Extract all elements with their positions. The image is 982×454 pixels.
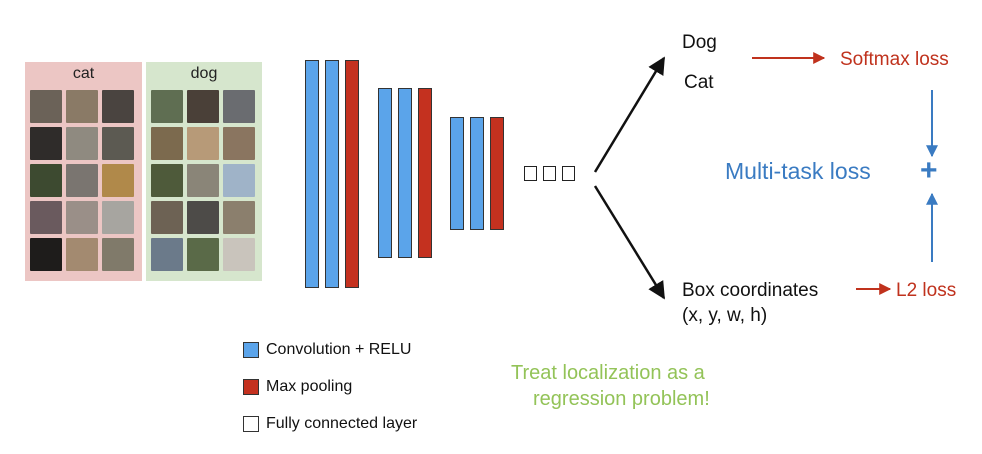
cat-photo (102, 164, 134, 197)
legend-conv-swatch (243, 342, 259, 358)
cat-photo (66, 238, 98, 271)
dog-photo (223, 238, 255, 271)
conv-layer-3b (470, 117, 484, 230)
arrow-to-classification (593, 56, 666, 173)
dog-photo (187, 164, 219, 197)
dog-photo (151, 127, 183, 160)
dog-photo (187, 238, 219, 271)
dog-photo (151, 201, 183, 234)
pool-layer-1 (345, 60, 359, 288)
cat-photo (66, 164, 98, 197)
conv-layer-1b (325, 60, 339, 288)
pool-layer-3 (490, 117, 504, 230)
fc-layer-1 (524, 166, 537, 181)
cat-photo (66, 127, 98, 160)
note-line-2: regression problem! (533, 388, 710, 410)
dog-photo (223, 164, 255, 197)
conv-layer-2b (398, 88, 412, 258)
output-label-box-format: (x, y, w, h) (682, 305, 768, 326)
legend-pool-swatch (243, 379, 259, 395)
fc-layer-3 (562, 166, 575, 181)
cat-image-panel: cat (25, 62, 142, 281)
output-label-box-coordinates: Box coordinates (682, 280, 819, 301)
dog-photo (223, 90, 255, 123)
fc-layer-2 (543, 166, 556, 181)
cat-photo (102, 238, 134, 271)
conv-layer-1a (305, 60, 319, 288)
dog-photo (151, 164, 183, 197)
cat-photo (66, 201, 98, 234)
conv-layer-3a (450, 117, 464, 230)
cat-photo (66, 90, 98, 123)
output-label-dog: Dog (682, 32, 717, 53)
note-line-1: Treat localization as a (511, 362, 705, 384)
cat-photo (102, 201, 134, 234)
softmax-loss-label: Softmax loss (840, 49, 949, 70)
output-label-cat: Cat (684, 72, 714, 93)
cat-photo (30, 90, 62, 123)
dog-photo (187, 90, 219, 123)
cat-photo (30, 201, 62, 234)
legend-conv-label: Convolution + RELU (266, 341, 412, 358)
plus-icon: + (920, 154, 938, 187)
cat-panel-label: cat (72, 65, 95, 82)
cat-image-grid (30, 90, 134, 271)
cat-photo (102, 127, 134, 160)
arrow-to-box-coordinates (593, 185, 666, 300)
dog-photo (223, 127, 255, 160)
dog-image-grid (151, 90, 255, 271)
dog-photo (151, 90, 183, 123)
dog-photo (187, 127, 219, 160)
pool-layer-2 (418, 88, 432, 258)
dog-photo (223, 201, 255, 234)
cat-photo (30, 238, 62, 271)
l2-loss-label: L2 loss (896, 280, 957, 301)
dog-image-panel: dog (146, 62, 262, 281)
dog-photo (187, 201, 219, 234)
conv-layer-2a (378, 88, 392, 258)
dog-photo (151, 238, 183, 271)
cat-photo (30, 127, 62, 160)
multitask-loss-label: Multi-task loss (725, 158, 871, 184)
dog-panel-label: dog (190, 65, 218, 82)
legend-fc-swatch (243, 416, 259, 432)
cat-photo (30, 164, 62, 197)
legend-fc-label: Fully connected layer (266, 415, 418, 432)
cat-photo (102, 90, 134, 123)
legend-pool-label: Max pooling (266, 378, 353, 395)
